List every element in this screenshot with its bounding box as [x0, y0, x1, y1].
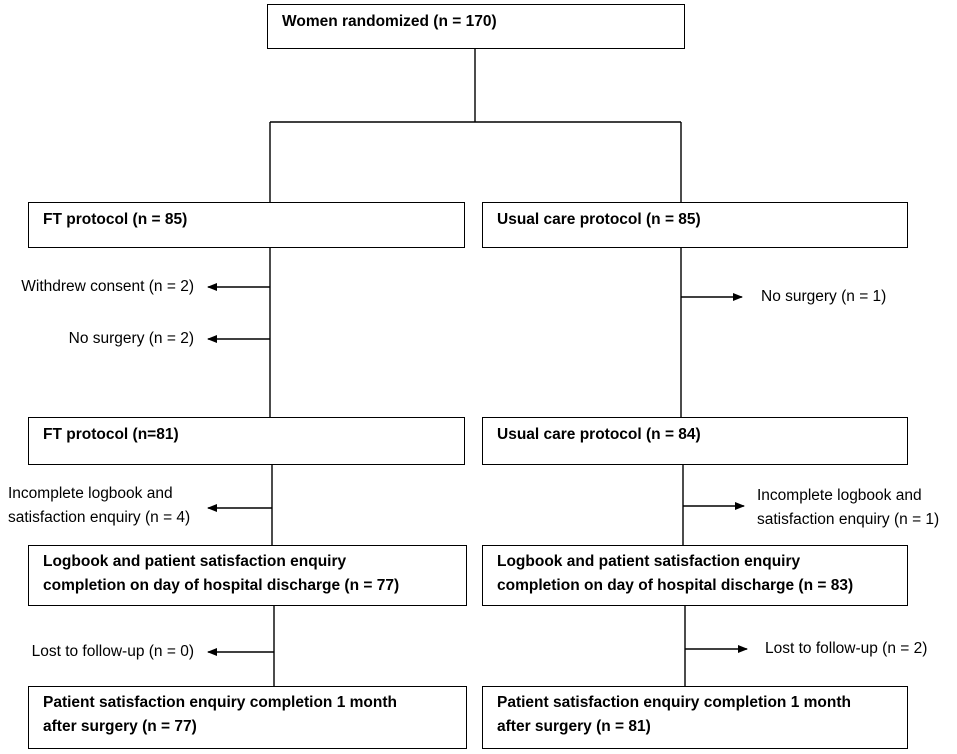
ft-logbook-box: Logbook and patient satisfaction enquiry… [28, 545, 467, 606]
ft-no-surgery-label: No surgery (n = 2) [68, 330, 194, 347]
randomized-box: Women randomized (n = 170) [267, 4, 685, 49]
usual-lost-label: Lost to follow-up (n = 2) [765, 640, 928, 657]
ft-logbook-line2: completion on day of hospital discharge … [43, 577, 400, 594]
usual-lost-note: Lost to follow-up (n = 2) [765, 637, 927, 661]
ft-logbook-line1: Logbook and patient satisfaction enquiry [43, 553, 347, 570]
usual-protocol-box: Usual care protocol (n = 85) [482, 202, 908, 248]
ft-final-box: Patient satisfaction enquiry completion … [28, 686, 467, 749]
ft-withdrew-note: Withdrew consent (n = 2) [21, 275, 194, 299]
ft-incomplete-note: Incomplete logbook and satisfaction enqu… [8, 482, 190, 530]
usual-incomplete-line2: satisfaction enquiry (n = 1) [757, 511, 940, 528]
usual-incomplete-note: Incomplete logbook and satisfaction enqu… [757, 484, 939, 532]
ft-no-surgery-note: No surgery (n = 2) [69, 327, 194, 351]
usual-protocol-label: Usual care protocol (n = 85) [497, 211, 701, 228]
ft-incomplete-line1: Incomplete logbook and [8, 485, 173, 502]
randomized-label: Women randomized (n = 170) [282, 13, 497, 30]
ft-protocol-box: FT protocol (n = 85) [28, 202, 465, 248]
usual-protocol-2-label: Usual care protocol (n = 84) [497, 426, 701, 443]
ft-final-line2: after surgery (n = 77) [43, 718, 197, 735]
usual-incomplete-line1: Incomplete logbook and [757, 487, 922, 504]
usual-logbook-line2: completion on day of hospital discharge … [497, 577, 854, 594]
usual-logbook-line1: Logbook and patient satisfaction enquiry [497, 553, 801, 570]
usual-no-surgery-note: No surgery (n = 1) [761, 285, 886, 309]
ft-lost-note: Lost to follow-up (n = 0) [32, 640, 194, 664]
usual-final-line2: after surgery (n = 81) [497, 718, 651, 735]
usual-logbook-box: Logbook and patient satisfaction enquiry… [482, 545, 908, 606]
usual-final-line1: Patient satisfaction enquiry completion … [497, 694, 851, 711]
ft-lost-label: Lost to follow-up (n = 0) [31, 643, 194, 660]
ft-protocol-label: FT protocol (n = 85) [43, 211, 188, 228]
ft-final-line1: Patient satisfaction enquiry completion … [43, 694, 397, 711]
ft-withdrew-label: Withdrew consent (n = 2) [21, 278, 194, 295]
usual-final-box: Patient satisfaction enquiry completion … [482, 686, 908, 749]
usual-protocol-2-box: Usual care protocol (n = 84) [482, 417, 908, 465]
ft-protocol-2-label: FT protocol (n=81) [43, 426, 179, 443]
ft-protocol-2-box: FT protocol (n=81) [28, 417, 465, 465]
usual-no-surgery-label: No surgery (n = 1) [761, 288, 887, 305]
ft-incomplete-line2: satisfaction enquiry (n = 4) [8, 509, 191, 526]
